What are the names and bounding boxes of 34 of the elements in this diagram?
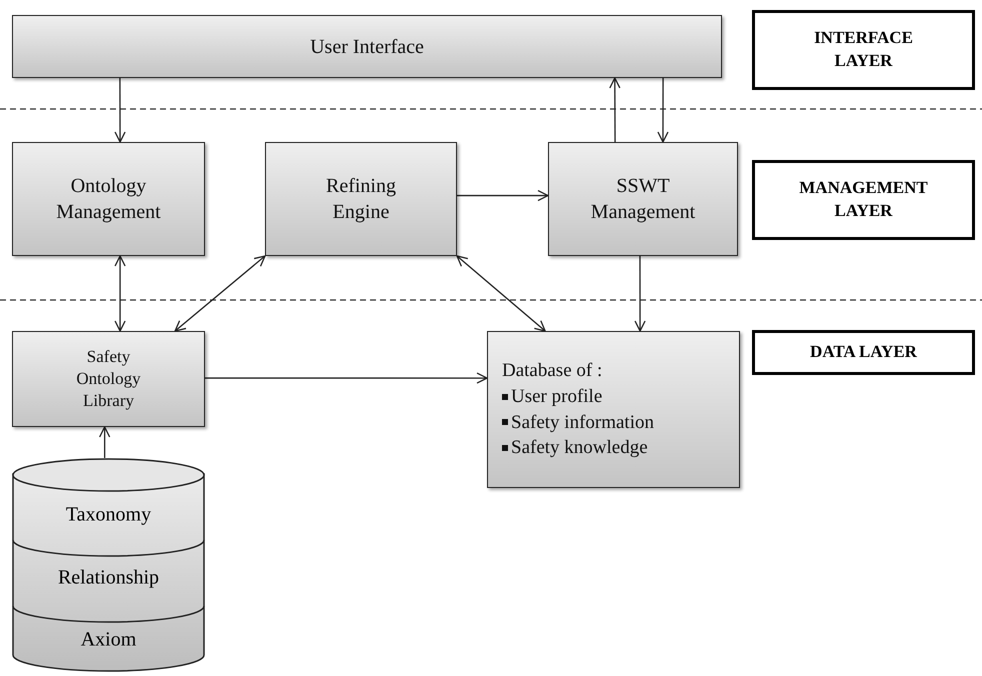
arrow: [456, 255, 546, 332]
process-box: [265, 142, 457, 256]
layer-name: MANAGEMENT LAYER: [798, 177, 929, 222]
layer-name: DATA LAYER: [810, 341, 917, 364]
arrow: [205, 372, 488, 384]
cylinder-label: Taxonomy: [64, 504, 152, 526]
layer-label-box: [752, 160, 975, 240]
list-item: Safety information: [511, 410, 654, 434]
interface-box: [12, 15, 722, 78]
arrow: [457, 190, 549, 202]
cylinder-label: Axiom: [80, 628, 138, 652]
arrow: [609, 77, 620, 142]
layer-label-box: [752, 330, 975, 375]
box-label: Safety Ontology Library: [75, 346, 142, 412]
process-box: [12, 331, 205, 427]
database-box: [487, 331, 740, 488]
list-heading: Database of :: [502, 359, 602, 384]
arrow: [174, 255, 266, 332]
process-box: [12, 142, 205, 256]
layer-label-box: [752, 10, 975, 90]
box-label: User Interface: [310, 34, 424, 60]
arrow: [99, 426, 110, 458]
list-item: User profile: [511, 384, 602, 409]
arrow: [114, 78, 126, 143]
list-item: Safety knowledge: [511, 436, 648, 460]
box-label: Refining Engine: [325, 174, 397, 225]
arrow: [657, 78, 669, 143]
process-box: [548, 142, 738, 256]
box-label: Ontology Management: [55, 174, 162, 225]
layer-name: INTERFACE LAYER: [813, 27, 914, 72]
arrow: [114, 255, 126, 332]
box-label: SSWT Management: [590, 174, 696, 225]
cylinder-label: Relationship: [56, 566, 160, 590]
arrow: [634, 256, 646, 332]
